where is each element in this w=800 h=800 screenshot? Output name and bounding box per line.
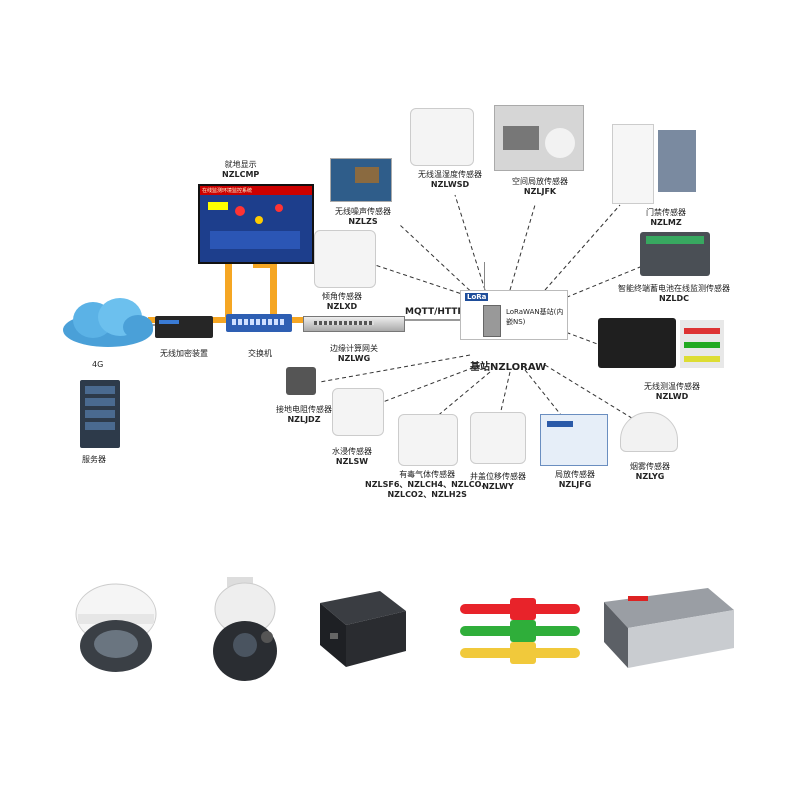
screen-block bbox=[208, 202, 228, 210]
link-battery bbox=[559, 264, 646, 301]
display-label: 就地显示 NZLCMP bbox=[222, 160, 260, 179]
ground-sensor-icon bbox=[286, 367, 316, 395]
link-water bbox=[374, 364, 481, 406]
link-noise bbox=[399, 224, 481, 301]
label-edge-gateway: 边缘计算网关 NZLWG bbox=[330, 344, 378, 363]
cable-display-left bbox=[225, 258, 232, 318]
cable-2 bbox=[212, 317, 228, 323]
link-humidity bbox=[454, 194, 486, 291]
link-pd bbox=[524, 369, 566, 421]
base-station-box: LoRa LoRaWAN基站(内嵌NS) bbox=[460, 290, 568, 340]
temp-sensor-icon bbox=[598, 318, 676, 368]
cover-sensor-icon bbox=[470, 412, 526, 464]
cloud-icon bbox=[63, 298, 153, 347]
encryption-device-icon bbox=[155, 316, 213, 338]
cable-display-v bbox=[270, 262, 277, 320]
battery-monitor-icon bbox=[604, 588, 734, 668]
humidity-sensor-icon bbox=[410, 108, 474, 166]
link-tilt bbox=[374, 264, 481, 301]
antenna-icon bbox=[484, 262, 485, 290]
ptz-camera-icon bbox=[213, 577, 277, 681]
label-switch: 交换机 bbox=[248, 349, 272, 358]
noise-sensor-icon bbox=[330, 158, 392, 202]
edge-gateway-icon bbox=[303, 316, 405, 332]
protocol-label: MQTT/HTTP bbox=[405, 307, 464, 317]
label-gas-sensor: 有毒气体传感器 NZLSF6、NZLCH4、NZLCO、 NZLCO2、NZLH… bbox=[365, 470, 490, 499]
link-smoke bbox=[544, 364, 636, 421]
screen-indicator bbox=[255, 216, 263, 224]
lora-logo-icon: LoRa bbox=[465, 293, 489, 301]
label-server: 服务器 bbox=[82, 455, 106, 464]
screen-title: 在线监测环境监控系统 bbox=[200, 186, 312, 195]
screen-indicator bbox=[275, 204, 283, 212]
dome-camera-icon bbox=[75, 583, 157, 672]
base-station-title: 基站NZLORAW bbox=[470, 362, 547, 373]
temperature-clips-icon bbox=[460, 598, 580, 664]
screen-panel bbox=[210, 231, 300, 249]
link-door bbox=[544, 204, 621, 291]
pd-sensor-icon bbox=[540, 414, 608, 466]
link-ground bbox=[319, 354, 471, 383]
base-station-icon bbox=[483, 305, 501, 337]
cable-3 bbox=[290, 317, 304, 323]
space-pd-sensor-icon bbox=[494, 105, 584, 171]
battery-sensor-icon bbox=[640, 232, 710, 276]
cable-display-h bbox=[253, 262, 275, 268]
water-sensor-icon bbox=[332, 388, 384, 436]
door-sensor-icon bbox=[612, 124, 654, 204]
door-sensor-photo bbox=[658, 130, 696, 192]
label-encryption: 无线加密装置 bbox=[160, 349, 208, 358]
gas-sensor-icon bbox=[398, 414, 458, 466]
screen-indicator bbox=[235, 206, 245, 216]
server-icon bbox=[80, 380, 120, 448]
tilt-sensor-icon bbox=[314, 230, 376, 288]
switch-icon bbox=[226, 314, 292, 332]
link-space-pd bbox=[509, 204, 536, 291]
label-4g: 4G bbox=[92, 360, 104, 369]
mini-pc-icon bbox=[320, 591, 406, 667]
base-station-inner-label: LoRaWAN基站(内嵌NS) bbox=[506, 308, 564, 326]
temp-clip-icon bbox=[680, 320, 724, 368]
smoke-sensor-icon bbox=[620, 412, 678, 452]
display-screen: 在线监测环境监控系统 bbox=[198, 184, 314, 264]
link-cover bbox=[499, 371, 511, 416]
link-gas bbox=[434, 371, 491, 419]
